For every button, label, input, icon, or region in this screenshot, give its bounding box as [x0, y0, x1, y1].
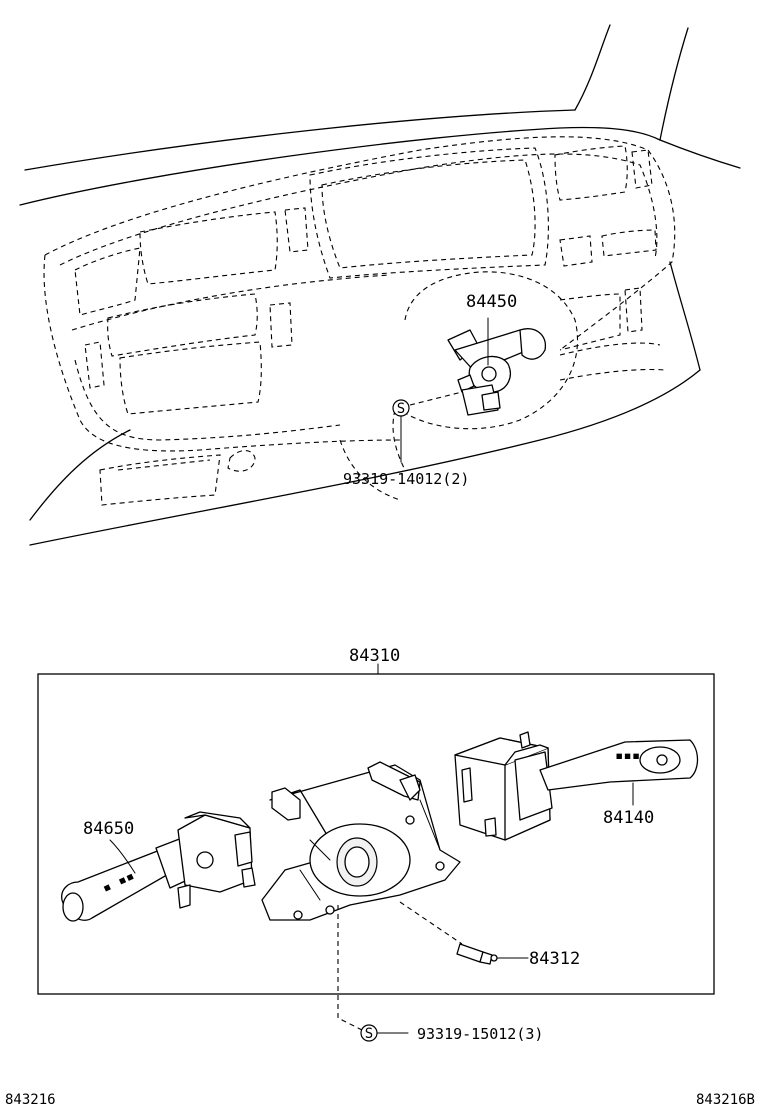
- headlamp-switch-part: ▪▪▪: [454, 731, 699, 841]
- label-84310: 84310: [349, 646, 400, 666]
- screw-symbol-upper: S: [392, 399, 410, 417]
- footer-code-left: 843216: [5, 1092, 56, 1108]
- label-84140: 84140: [603, 808, 654, 828]
- screw-symbol-lower: S: [360, 1024, 378, 1042]
- footer-code-right: 843216B: [696, 1092, 755, 1108]
- label-84450: 84450: [466, 292, 517, 312]
- wiper-switch-part: ▪ ▪▪: [61, 811, 256, 922]
- svg-text:S: S: [397, 401, 405, 417]
- combination-body-part: [261, 761, 461, 921]
- steering-lock-part: [447, 328, 547, 416]
- pin-part: [456, 943, 498, 965]
- svg-text:▪▪▪: ▪▪▪: [615, 748, 640, 764]
- assembly-frame: [37, 673, 715, 995]
- label-84312: 84312: [529, 949, 580, 969]
- label-bolt-upper: 93319-14012(2): [343, 470, 469, 488]
- dashboard-illustration: [19, 24, 741, 546]
- svg-text:S: S: [365, 1026, 373, 1042]
- label-84650: 84650: [83, 819, 134, 839]
- label-bolt-lower: 93319-15012(3): [417, 1025, 543, 1043]
